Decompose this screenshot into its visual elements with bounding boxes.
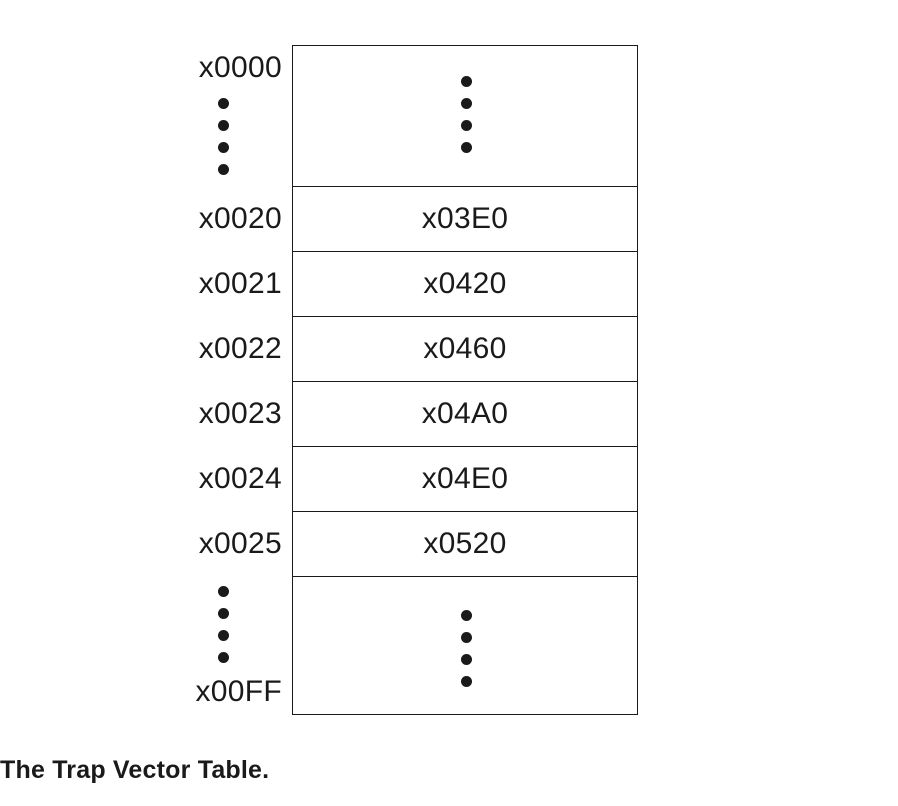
address-label-top: x0000 <box>198 51 282 84</box>
dot <box>218 142 229 153</box>
memory-cell: x0520 <box>293 511 637 576</box>
dot <box>218 586 229 597</box>
dot <box>218 120 229 131</box>
dot <box>218 652 229 663</box>
dot <box>461 632 472 643</box>
address-label: x0024 <box>198 462 282 495</box>
memory-cell: x04A0 <box>293 381 637 446</box>
dot <box>461 76 472 87</box>
dot <box>218 98 229 109</box>
dot <box>461 142 472 153</box>
memory-cell-value: x04E0 <box>421 462 509 495</box>
memory-cell-ellipsis-top <box>293 46 637 186</box>
memory-cell: x04E0 <box>293 446 637 511</box>
memory-cell: x03E0 <box>293 186 637 251</box>
dot <box>218 164 229 175</box>
address-label: x0020 <box>198 202 282 235</box>
address-label: x0021 <box>198 267 282 300</box>
memory-cell-value: x0520 <box>423 527 507 560</box>
memory-cell-value: x0420 <box>423 267 507 300</box>
address-label: x0023 <box>198 397 282 430</box>
dot <box>461 654 472 665</box>
dot <box>461 610 472 621</box>
memory-cell-value: x0460 <box>423 332 507 365</box>
address-label-bottom: x00FF <box>195 675 282 708</box>
memory-cell-value: x04A0 <box>421 397 509 430</box>
memory-block: x03E0 x0420 x0460 x04A0 x04E0 x0520 <box>292 45 638 715</box>
dot <box>461 98 472 109</box>
memory-cell: x0420 <box>293 251 637 316</box>
figure-caption: The Trap Vector Table. <box>0 756 270 784</box>
address-label: x0022 <box>198 332 282 365</box>
address-label: x0025 <box>198 527 282 560</box>
memory-cell: x0460 <box>293 316 637 381</box>
memory-cell-ellipsis-bottom <box>293 576 637 714</box>
memory-cell-value: x03E0 <box>421 202 509 235</box>
dot <box>218 608 229 619</box>
dot <box>461 676 472 687</box>
dot <box>218 630 229 641</box>
dot <box>461 120 472 131</box>
